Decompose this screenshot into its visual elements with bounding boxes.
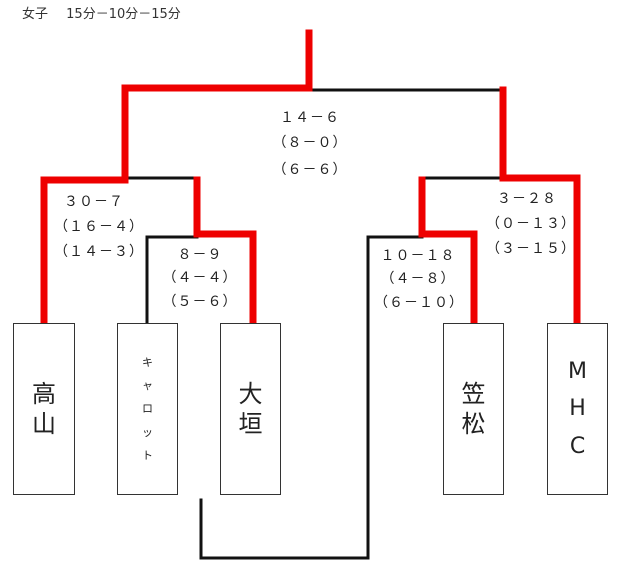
team-carrot: キ ャ ロ ッ ト [117, 323, 178, 495]
r1-right-second-half: （６－１０） [374, 295, 464, 311]
r1-left-second-half: （５－６） [162, 294, 238, 310]
team-name-char: ロ [142, 402, 153, 416]
final-winner-path [121, 29, 313, 184]
winner-lines [40, 29, 581, 326]
kasamatsu-path [418, 176, 478, 326]
team-name-char: ャ [142, 379, 153, 393]
team-name-char: 松 [461, 410, 486, 438]
team-name-char: 山 [32, 410, 56, 438]
team-name-char: H [569, 396, 586, 422]
team-name-char: 笠 [461, 380, 486, 408]
team-name-char: ッ [142, 425, 153, 439]
final-second-half: （６－６） [272, 162, 348, 178]
loser-lines [123, 88, 505, 560]
final-score: １４－６ （８－０） （６－６） [270, 106, 350, 183]
team-ogaki: 大 垣 [220, 323, 281, 495]
r1-left-carrot-branch [145, 235, 199, 324]
team-name-char: キ [142, 356, 153, 370]
bottom-connector [199, 235, 370, 560]
takayama-path [40, 176, 129, 326]
semi-left-total: ３０－７ [64, 194, 124, 210]
match-format: 15分－10分－15分 [66, 7, 181, 22]
final-first-half: （８－０） [272, 135, 348, 151]
r1-right-first-half: （４－８） [380, 271, 456, 287]
semi-right-score: ３－２８ （０－１３） （３－１５） [486, 187, 576, 261]
team-name-char: 大 [238, 380, 263, 408]
semi-right-second-half: （３－１５） [486, 241, 576, 257]
team-takayama: 高 山 [13, 323, 75, 495]
team-name-char: 垣 [238, 410, 263, 438]
semi-left-first-half: （１６－４） [54, 219, 144, 235]
r1-right-total: １０－１８ [380, 248, 456, 264]
team-mhc: M H C [547, 323, 608, 495]
team-kasamatsu: 笠 松 [443, 323, 504, 495]
semi-left-second-half: （１４－３） [54, 244, 144, 260]
r1-left-total: ８－９ [177, 247, 223, 263]
team-name-char: 高 [32, 380, 56, 408]
team-name-char: ト [142, 448, 153, 462]
semi-right-total: ３－２８ [497, 191, 557, 207]
competition-heading: 女子 15分－10分－15分 [22, 3, 195, 22]
r1-left-first-half: （４－４） [162, 270, 238, 286]
team-name-char: C [569, 433, 586, 459]
mhc-path [499, 86, 581, 326]
category-label: 女子 [22, 7, 49, 22]
r1-left-score: ８－９ （４－４） （５－６） [162, 244, 238, 314]
semi-left-score: ３０－７ （１６－４） （１４－３） [54, 190, 144, 264]
r1-right-score: １０－１８ （４－８） （６－１０） [374, 245, 464, 315]
final-total: １４－６ [280, 110, 340, 126]
ogaki-path [193, 176, 257, 326]
team-name-char: M [568, 358, 587, 384]
semi-right-first-half: （０－１３） [486, 216, 576, 232]
